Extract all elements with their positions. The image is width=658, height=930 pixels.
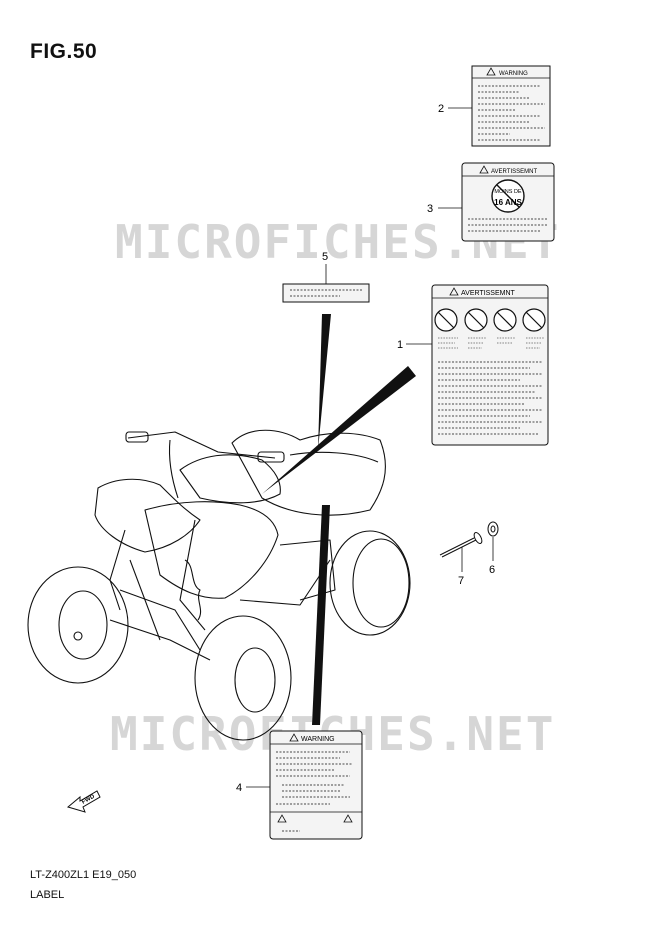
- warning-triangle-icon: [486, 67, 496, 76]
- callout-1: 1: [397, 339, 403, 351]
- pointer-wedge-1: [262, 366, 416, 494]
- warning-triangle-icon: [479, 165, 489, 174]
- pointer-wedge-4: [312, 505, 330, 725]
- callout-3: 3: [427, 203, 433, 215]
- figure-title: FIG.50: [30, 40, 98, 63]
- svg-text:AVERTISSEMNT: AVERTISSEMNT: [461, 290, 516, 297]
- label-2-warning[interactable]: WARNING: [471, 65, 551, 147]
- atv-illustration: [27, 429, 411, 741]
- svg-text:MOINS DE: MOINS DE: [494, 189, 522, 195]
- svg-text:16 ANS: 16 ANS: [494, 198, 522, 207]
- label-1-avertissement[interactable]: AVERTISSEMNT: [431, 284, 549, 446]
- callout-4: 4: [236, 782, 242, 794]
- callout-2: 2: [438, 103, 444, 115]
- fwd-arrow-icon: FWD: [66, 790, 101, 813]
- svg-text:WARNING: WARNING: [301, 736, 335, 743]
- svg-text:WARNING: WARNING: [499, 71, 528, 77]
- part-7-rivet[interactable]: [439, 531, 483, 558]
- part-6-washer[interactable]: [487, 521, 499, 537]
- label-5-strip[interactable]: [282, 283, 370, 303]
- callout-6: 6: [489, 564, 495, 576]
- warning-triangle-icon: [289, 733, 299, 742]
- label-4-warning[interactable]: WARNING: [269, 730, 363, 840]
- label-3-avertissement[interactable]: AVERTISSEMNT MOINS DE 16 ANS: [461, 162, 555, 242]
- warning-triangle-icon: [449, 287, 459, 296]
- callout-5: 5: [322, 251, 328, 263]
- callout-7: 7: [458, 575, 464, 587]
- figure-name: LABEL: [30, 889, 65, 901]
- svg-text:AVERTISSEMNT: AVERTISSEMNT: [491, 169, 537, 175]
- figure-code: LT-Z400ZL1 E19_050: [30, 869, 137, 881]
- pointer-wedge-5: [318, 314, 331, 450]
